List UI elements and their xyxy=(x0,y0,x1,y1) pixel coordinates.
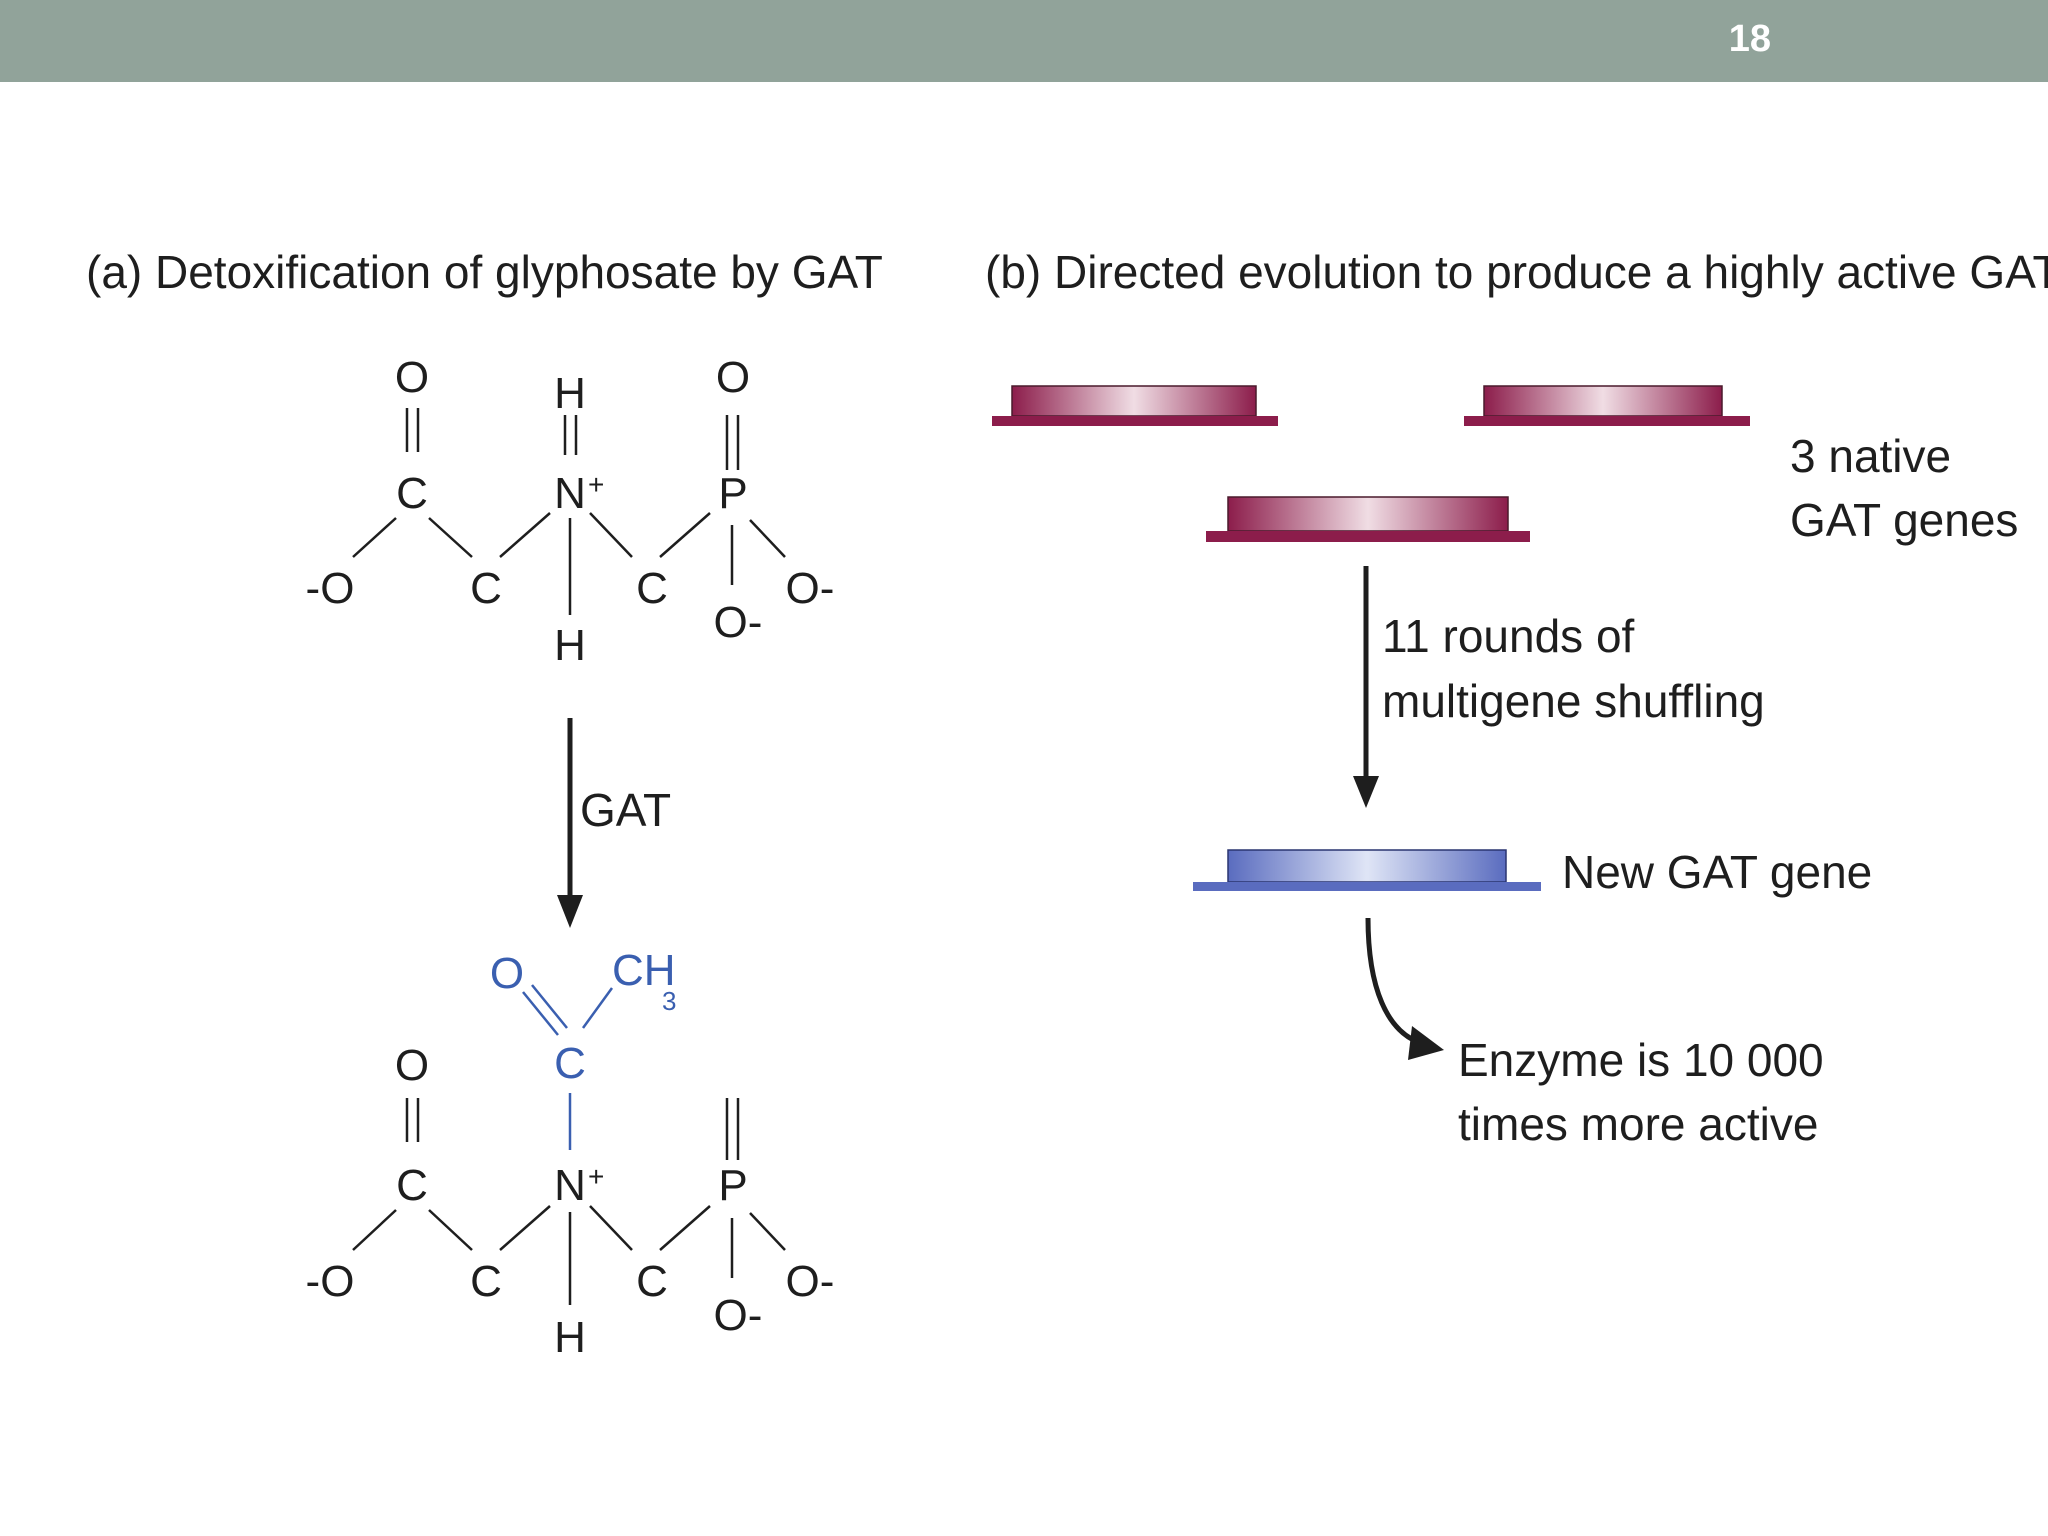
shuffling-arrow xyxy=(1353,566,1379,808)
atom-o-minus: -O xyxy=(306,564,355,613)
atom-c-acetyl: C xyxy=(554,1039,586,1088)
atom-o-minus: O- xyxy=(714,1291,763,1340)
atom-p: P xyxy=(718,469,747,518)
glyphosate-structure: O C -O C H N + H C O P O- O- xyxy=(306,353,835,670)
result-label: Enzyme is 10 000 xyxy=(1458,1034,1824,1086)
result-arrow xyxy=(1365,917,1444,1060)
atom-h: H xyxy=(554,369,586,418)
shuffling-label: multigene shuffling xyxy=(1382,675,1765,727)
atom-o-minus: O- xyxy=(786,564,835,613)
n-charge: + xyxy=(588,469,604,500)
atom-p: P xyxy=(718,1161,747,1210)
panel-a: (a) Detoxification of glyphosate by GAT … xyxy=(86,246,883,1362)
atom-n: N xyxy=(554,469,586,518)
atom-c: C xyxy=(396,469,428,518)
atom-c: C xyxy=(470,1257,502,1306)
new-gene-label: New GAT gene xyxy=(1562,846,1872,898)
new-gat-gene xyxy=(1193,849,1541,891)
atom-o-acetyl: O xyxy=(490,949,524,998)
atom-o-minus: O- xyxy=(714,598,763,647)
native-gene-3 xyxy=(1206,496,1530,542)
reaction-arrow-label: GAT xyxy=(580,784,671,836)
atom-c: C xyxy=(470,564,502,613)
product-bonds xyxy=(352,984,786,1305)
native-gene-1 xyxy=(992,385,1278,426)
panel-b: (b) Directed evolution to produce a high… xyxy=(985,246,2048,1150)
atom-ch3: CH xyxy=(612,946,676,995)
atom-o: O xyxy=(395,1041,429,1090)
shuffling-label: 11 rounds of xyxy=(1382,610,1635,662)
atom-o-minus: O- xyxy=(786,1257,835,1306)
native-gene-2 xyxy=(1464,385,1750,426)
native-genes-label: GAT genes xyxy=(1790,494,2018,546)
reaction-arrow xyxy=(557,718,583,928)
panel-a-title: (a) Detoxification of glyphosate by GAT xyxy=(86,246,883,298)
atom-h: H xyxy=(554,621,586,670)
atom-c: C xyxy=(636,1257,668,1306)
slide-header-bar xyxy=(0,0,2048,82)
native-genes-label: 3 native xyxy=(1790,430,1951,482)
methyl-subscript: 3 xyxy=(662,986,676,1016)
panel-b-title: (b) Directed evolution to produce a high… xyxy=(985,246,2048,298)
substrate-bonds xyxy=(352,408,786,615)
atom-c: C xyxy=(396,1161,428,1210)
atom-o: O xyxy=(716,353,750,402)
atom-c: C xyxy=(636,564,668,613)
slide-number: 18 xyxy=(1728,18,1771,60)
atom-o: O xyxy=(395,353,429,402)
result-label: times more active xyxy=(1458,1098,1818,1150)
n-charge: + xyxy=(588,1161,604,1192)
acetylglyphosate-structure: O CH 3 C O C -O C N + H C P O- O- xyxy=(306,946,835,1362)
atom-o-minus: -O xyxy=(306,1257,355,1306)
atom-n: N xyxy=(554,1161,586,1210)
atom-h: H xyxy=(554,1313,586,1362)
